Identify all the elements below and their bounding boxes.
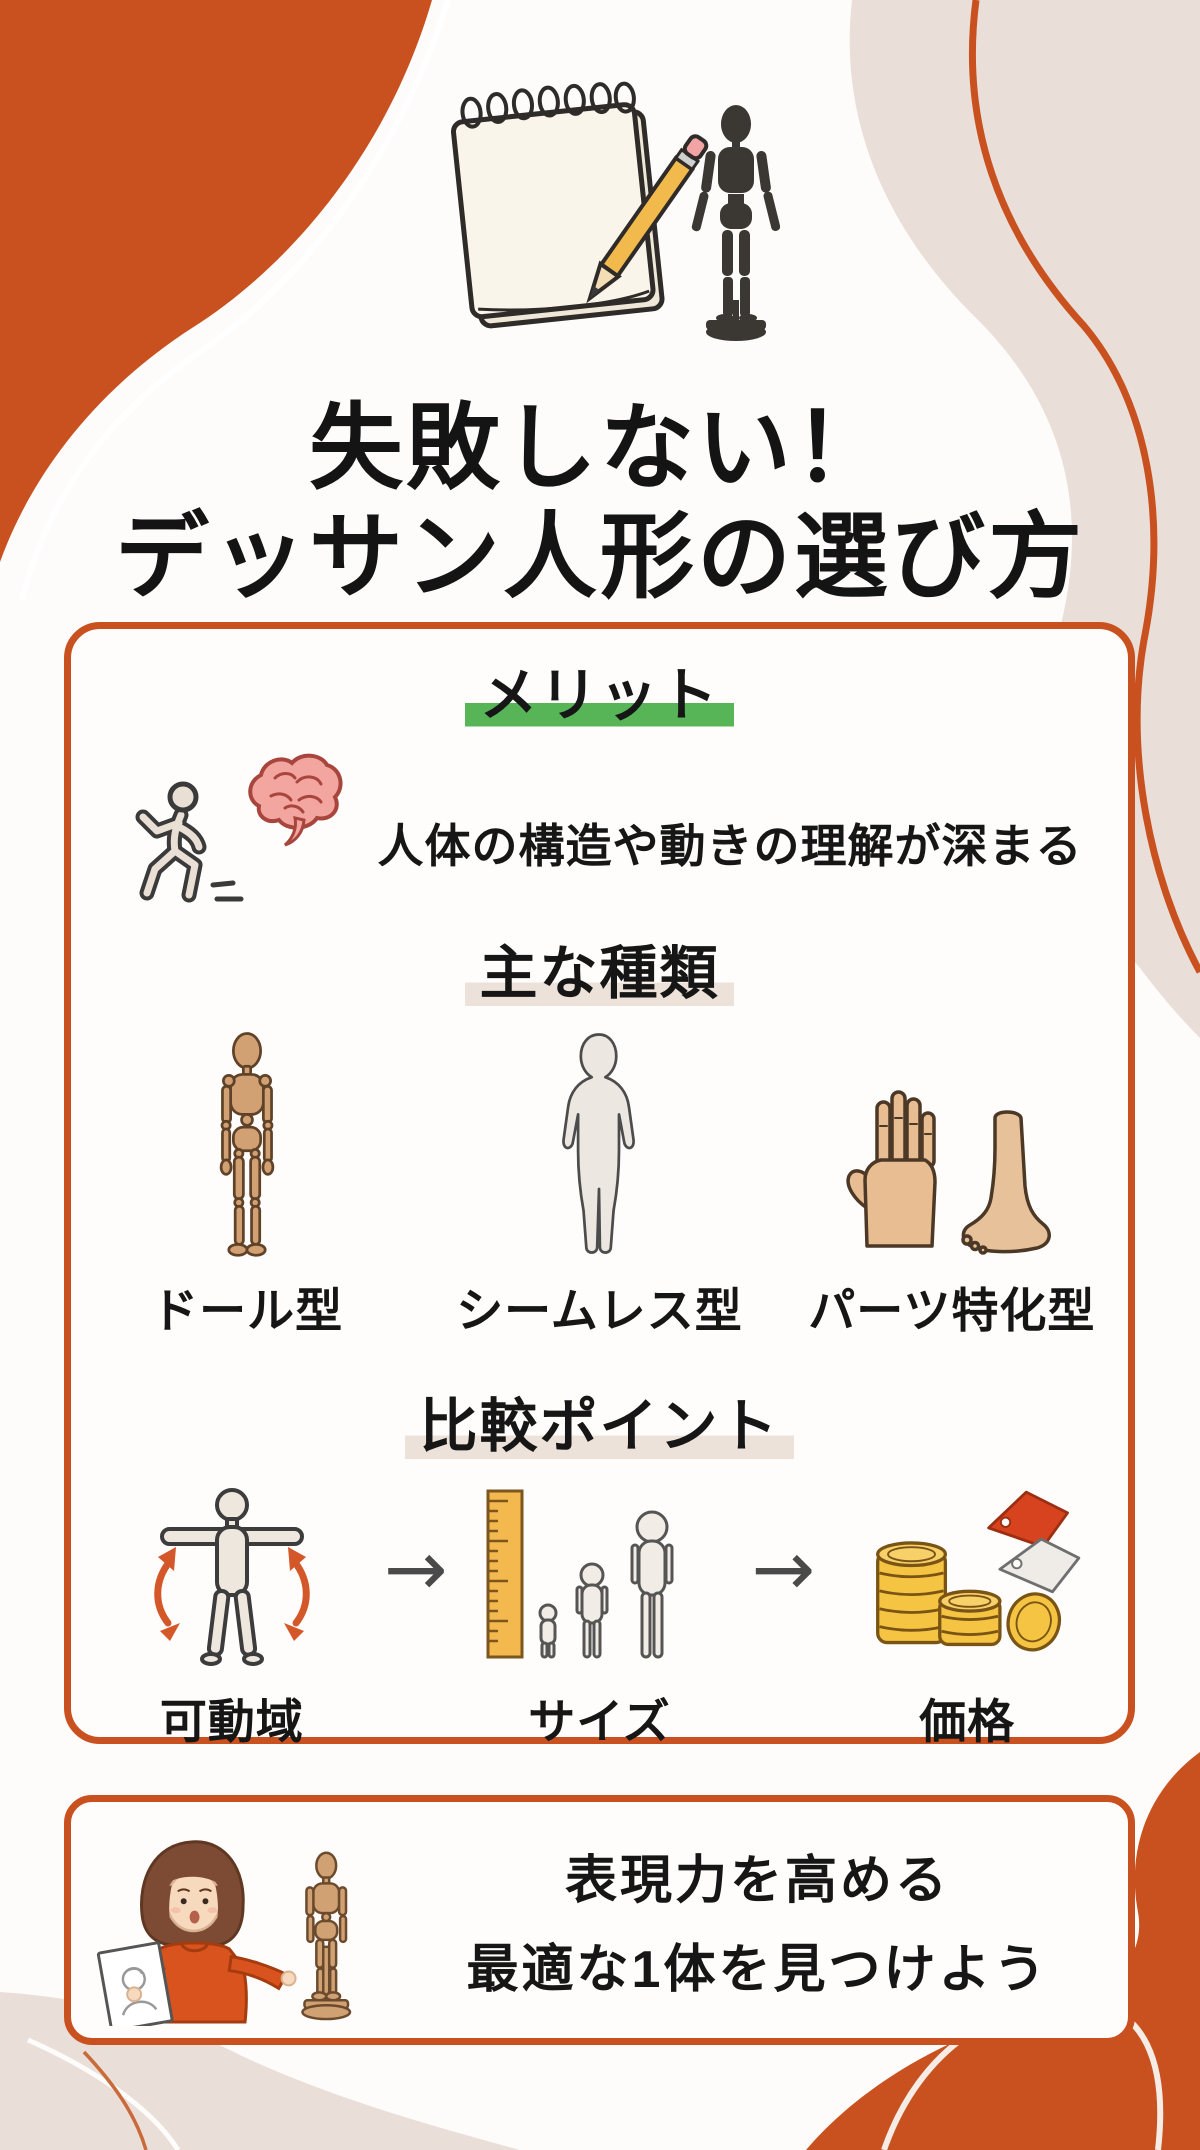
woman-presenting-mannequin-icon (95, 1828, 405, 2033)
merit-description: 人体の構造や動きの理解が深まる (377, 819, 1083, 872)
types-row: ドール型 シームレス型 (71, 1029, 1128, 1341)
hand-foot-icon (846, 1090, 1051, 1255)
bottom-left-orange-line (82, 2050, 148, 2150)
types-heading-label: 主な種類 (465, 941, 734, 1008)
title-line-2: デッサン人形の選び方 (114, 504, 1085, 609)
brain-icon (247, 753, 343, 846)
size-ruler-icon (486, 1489, 673, 1659)
hero-illustration (420, 48, 781, 348)
page-title: 失敗しない！ デッサン人形の選び方 (0, 393, 1200, 611)
pencil-icon (586, 134, 709, 304)
top-left-orange-blob (0, 0, 432, 562)
seamless-figure-icon (562, 1033, 636, 1254)
compare-label-price: 価格 (919, 1695, 1016, 1748)
runner-icon (135, 781, 243, 902)
type-item-parts: パーツ特化型 (776, 1029, 1128, 1341)
type-label-seamless: シームレス型 (456, 1284, 743, 1337)
type-label-doll: ドール型 (151, 1284, 344, 1337)
type-label-parts: パーツ特化型 (808, 1284, 1096, 1337)
compare-item-size: サイズ (474, 1479, 726, 1752)
title-line-1: 失敗しない！ (308, 394, 891, 500)
arrow-icon: → (751, 1524, 816, 1613)
merit-row: 人体の構造や動きの理解が深まる (71, 745, 1128, 940)
footer-text: 表現力を高める 最適な1体を見つけよう (401, 1802, 1114, 2038)
mannequin-silhouette-icon (691, 105, 781, 341)
compare-label-mobility: 可動域 (159, 1695, 304, 1748)
comparison-heading-label: 比較ポイント (405, 1394, 794, 1461)
compare-label-size: サイズ (528, 1695, 671, 1748)
sketchbook-pencil-icon (450, 81, 709, 329)
footer-line-1: 表現力を高める (564, 1852, 950, 1910)
type-item-seamless: シームレス型 (423, 1029, 775, 1341)
type-item-doll: ドール型 (71, 1029, 423, 1341)
types-heading: 主な種類 (71, 941, 1128, 1008)
merit-icons (117, 748, 362, 938)
price-coins-icon (876, 1490, 1081, 1652)
merit-heading: メリット (71, 663, 1128, 730)
range-of-motion-icon (154, 1488, 310, 1666)
main-card: メリット (64, 622, 1135, 1748)
merit-heading-label: メリット (465, 663, 734, 730)
bottom-right-orange-blob (806, 1752, 1200, 2150)
arrow-icon: → (383, 1524, 448, 1613)
compare-item-mobility: 可動域 (106, 1479, 358, 1752)
top-right-orange-line (968, 0, 1200, 974)
footer-card: 表現力を高める 最適な1体を見つけよう (64, 1795, 1135, 2045)
comparison-heading: 比較ポイント (71, 1394, 1128, 1461)
top-left-white-line (19, 0, 451, 601)
doll-mannequin-icon (219, 1032, 275, 1257)
footer-line-2: 最適な1体を見つけよう (466, 1941, 1049, 1999)
compare-item-price: 価格 (841, 1479, 1093, 1752)
comparison-row: 可動域 → (71, 1479, 1128, 1752)
